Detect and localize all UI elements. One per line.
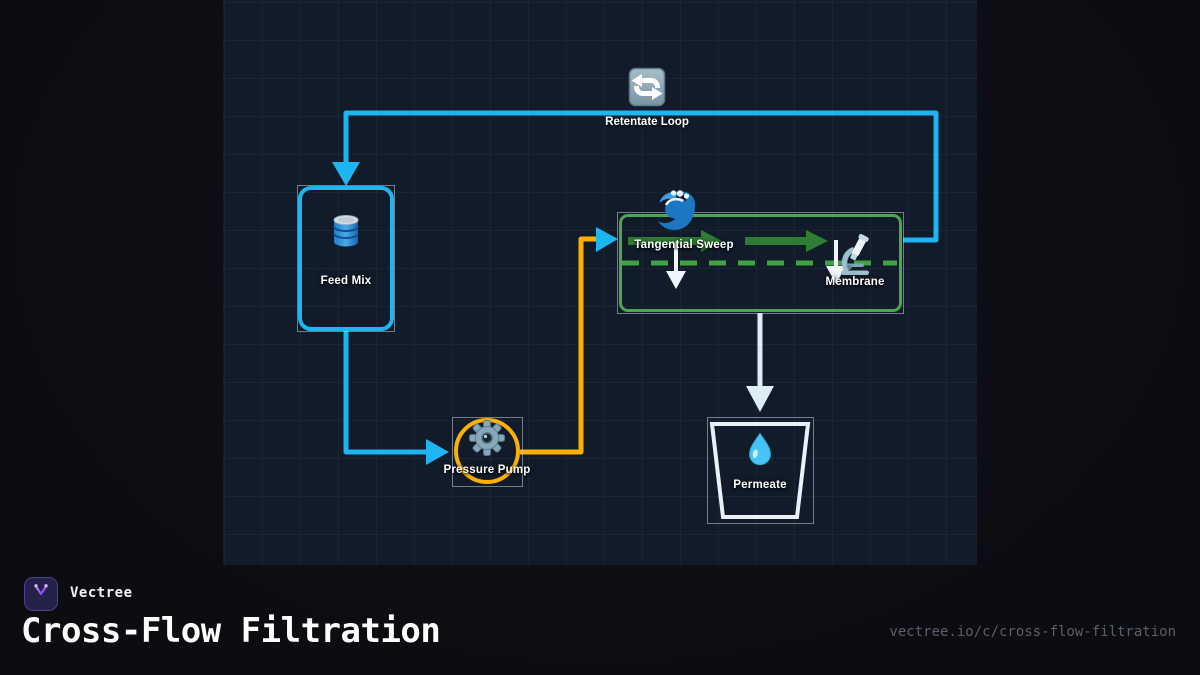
microscope-icon — [834, 233, 878, 278]
page-title: Cross-Flow Filtration — [21, 611, 441, 651]
droplet-icon — [741, 431, 779, 469]
recycle-icon — [627, 67, 667, 107]
retentate-loop-label: Retentate Loop — [605, 116, 689, 128]
wave-icon — [655, 189, 701, 233]
permeate-label: Permeate — [733, 479, 787, 491]
node-permeate-bounds — [707, 417, 814, 524]
tangential-sweep-label: Tangential Sweep — [634, 239, 734, 251]
vectree-logo — [24, 577, 58, 611]
node-feed-mix-bounds — [297, 185, 395, 332]
pressure-pump-label: Pressure Pump — [443, 464, 531, 476]
node-channel-border — [619, 214, 902, 312]
brand-name: Vectree — [70, 585, 133, 601]
barrel-icon — [326, 211, 366, 251]
node-membrane-channel[interactable]: Tangential Sweep Membrane — [617, 190, 904, 314]
node-pump-bounds — [452, 417, 523, 487]
node-feed-mix[interactable]: Feed Mix — [297, 185, 395, 332]
page-url: vectree.io/c/cross-flow-filtration — [889, 624, 1176, 640]
node-pressure-pump[interactable]: Pressure Pump — [444, 417, 530, 487]
node-channel-bounds — [617, 212, 904, 314]
vectree-logo-icon — [29, 580, 53, 609]
feed-mix-label: Feed Mix — [320, 274, 372, 287]
diagram-canvas — [223, 0, 977, 565]
gear-icon — [467, 418, 507, 458]
node-permeate-beaker — [709, 422, 811, 519]
node-feed-mix-border — [298, 186, 394, 331]
node-permeate[interactable]: Permeate — [707, 417, 814, 524]
membrane-label: Membrane — [825, 276, 885, 288]
